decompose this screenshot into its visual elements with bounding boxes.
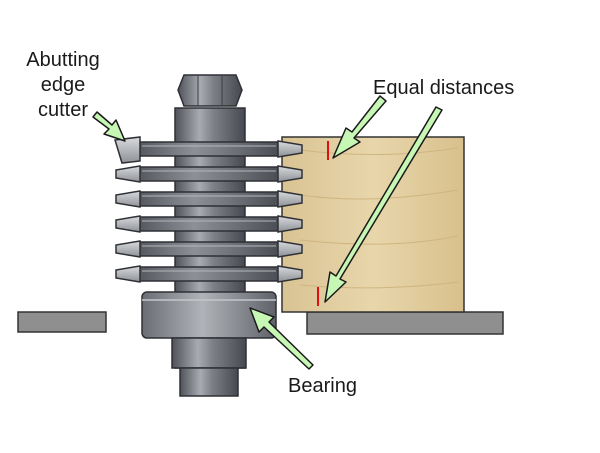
abutting-edge-cutter-label: Abutting edge cutter <box>8 48 118 123</box>
cutter-label-line-3: cutter <box>37 99 89 121</box>
cutter-label-line-1: Abutting <box>26 49 100 71</box>
cutter-tier <box>115 265 303 283</box>
cutter-tier <box>115 240 303 258</box>
cutter-tier <box>115 190 303 208</box>
router-table-right <box>306 311 504 335</box>
hex-nut-icon <box>177 74 243 107</box>
router-table-left <box>17 311 107 333</box>
finger-cutter-stack <box>114 136 303 283</box>
cutter-label-line-2: edge <box>40 74 86 96</box>
bearing <box>141 291 277 339</box>
arrow-icon <box>92 95 443 370</box>
lower-collar <box>171 337 247 397</box>
bearing-label: Bearing <box>288 375 357 397</box>
wood-workpiece <box>281 136 465 313</box>
cutter-tier <box>114 136 303 164</box>
cutter-tier <box>115 215 303 233</box>
equal-distances-label: Equal distances <box>373 77 515 99</box>
cutter-tier <box>115 165 303 183</box>
